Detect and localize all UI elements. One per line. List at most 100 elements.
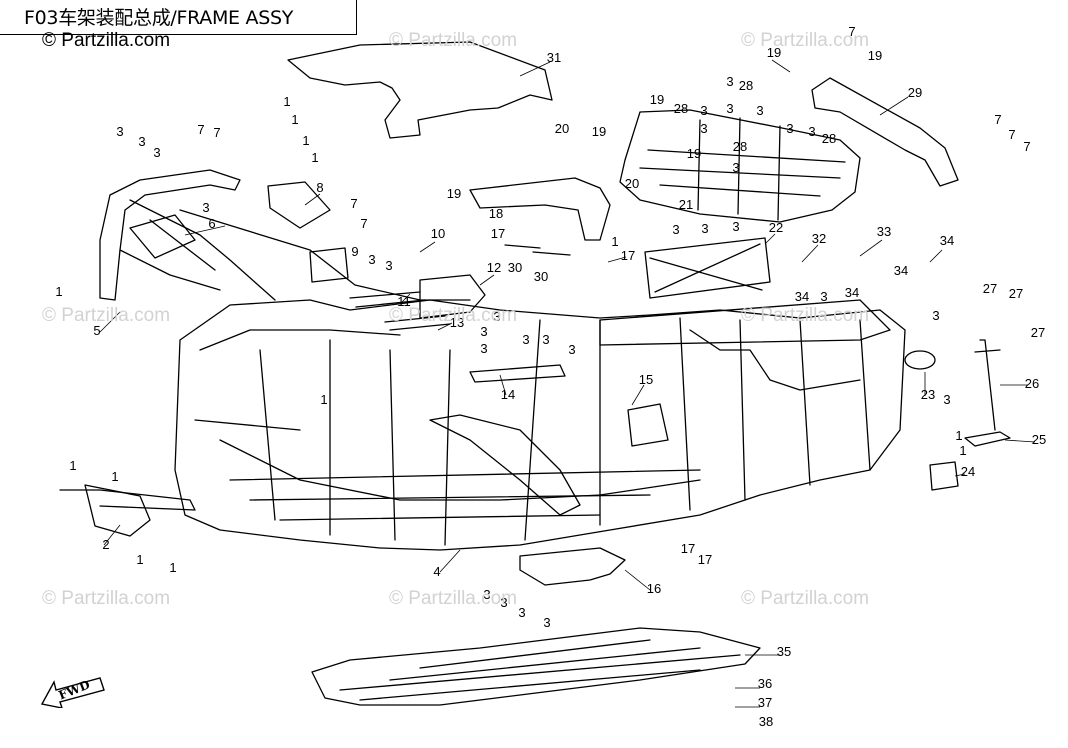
callout-number: 33	[877, 224, 891, 239]
callout-number: 1	[111, 469, 118, 484]
callout-number: 3	[932, 308, 939, 323]
callout-number: 23	[921, 387, 935, 402]
callout-number: 4	[433, 564, 440, 579]
plate-22	[644, 237, 771, 299]
callout-number: 1	[959, 443, 966, 458]
bottom-skid-plate-35	[311, 627, 761, 706]
callout-number: 19	[592, 124, 606, 139]
diagram-title: F03车架装配总成/FRAME ASSY	[24, 7, 294, 29]
title-box: F03车架装配总成/FRAME ASSY	[0, 0, 357, 35]
callout-number: 3	[820, 289, 827, 304]
callout-number: 7	[848, 24, 855, 39]
watermark: © Partzilla.com	[42, 588, 171, 609]
callout-number: 3	[480, 341, 487, 356]
callout-number: 3	[368, 252, 375, 267]
callout-number: 27	[1009, 286, 1023, 301]
callout-number: 12	[487, 260, 501, 275]
front-frame-tubes	[99, 169, 241, 301]
callout-number: 7	[350, 196, 357, 211]
callout-number: 3	[726, 74, 733, 89]
bracket-8	[267, 181, 331, 229]
callout-number: 1	[136, 552, 143, 567]
callout-number: 34	[940, 233, 954, 248]
bracket-6	[129, 214, 196, 259]
callout-number: 19	[447, 186, 461, 201]
watermark: © Partzilla.com	[741, 305, 870, 326]
callout-number: 7	[1008, 127, 1015, 142]
callout-number: 3	[700, 103, 707, 118]
callout-number: 19	[650, 92, 664, 107]
callout-number: 1	[955, 428, 962, 443]
callout-number: 20	[555, 121, 569, 136]
callout-number: 3	[808, 124, 815, 139]
forward-arrow-icon	[40, 677, 105, 708]
watermark: © Partzilla.com	[389, 30, 518, 51]
callout-number: 36	[758, 676, 772, 691]
watermark: © Partzilla.com	[741, 588, 870, 609]
callout-number: 26	[1025, 376, 1039, 391]
watermark: © Partzilla.com	[741, 30, 870, 51]
callout-number: 5	[93, 323, 100, 338]
callout-number: 7	[213, 125, 220, 140]
callout-number: 8	[316, 180, 323, 195]
callout-number: 30	[534, 269, 548, 284]
callout-number: 6	[208, 216, 215, 231]
callout-number: 29	[908, 85, 922, 100]
main-frame	[174, 299, 906, 551]
callout-number: 2	[102, 537, 109, 552]
callout-number: 17	[491, 226, 505, 241]
callout-number: 1	[169, 560, 176, 575]
bracket-12	[419, 274, 486, 319]
callout-number: 3	[732, 219, 739, 234]
callout-number: 34	[894, 263, 908, 278]
callout-number: 3	[500, 595, 507, 610]
callout-number: 1	[291, 112, 298, 127]
callout-number: 3	[700, 121, 707, 136]
callout-number: 28	[822, 131, 836, 146]
callout-number: 1	[55, 284, 62, 299]
callout-number: 21	[679, 197, 693, 212]
callout-number: 3	[732, 160, 739, 175]
callout-number: 1	[320, 392, 327, 407]
callout-number: 3	[756, 103, 763, 118]
callout-number: 19	[687, 146, 701, 161]
callout-number: 30	[508, 260, 522, 275]
callout-number: 3	[480, 324, 487, 339]
callout-number: 37	[758, 695, 772, 710]
callout-number: 1	[283, 94, 290, 109]
callout-number: 3	[483, 587, 490, 602]
callout-number: 34	[795, 289, 809, 304]
callout-number: 31	[547, 50, 561, 65]
callout-number: 11	[397, 294, 411, 309]
callout-number: 24	[961, 464, 975, 479]
cylinder-15	[627, 403, 669, 447]
rear-rack	[619, 109, 861, 223]
bracket-18	[469, 177, 611, 241]
skid-plate-16	[519, 547, 626, 586]
callout-number: 20	[625, 176, 639, 191]
callout-number: 17	[698, 552, 712, 567]
callout-number: 22	[769, 220, 783, 235]
callout-number: 16	[647, 581, 661, 596]
callout-number: 27	[983, 281, 997, 296]
callout-number: 3	[493, 309, 500, 324]
bracket-9	[309, 247, 349, 283]
callout-number: 13	[450, 315, 464, 330]
callout-number: 3	[116, 124, 123, 139]
callout-number: 19	[767, 45, 781, 60]
callout-number: 17	[681, 541, 695, 556]
callout-number: 3	[153, 145, 160, 160]
callout-number: 3	[522, 332, 529, 347]
callout-number: 3	[701, 221, 708, 236]
callout-number: 3	[568, 342, 575, 357]
callout-number: 1	[311, 150, 318, 165]
front-bracket-2	[84, 484, 151, 537]
callout-number: 38	[759, 714, 773, 729]
callout-number: 7	[360, 216, 367, 231]
callout-number: 28	[674, 101, 688, 116]
callout-number: 1	[302, 133, 309, 148]
callout-number: 34	[845, 285, 859, 300]
callout-number: 7	[994, 112, 1001, 127]
